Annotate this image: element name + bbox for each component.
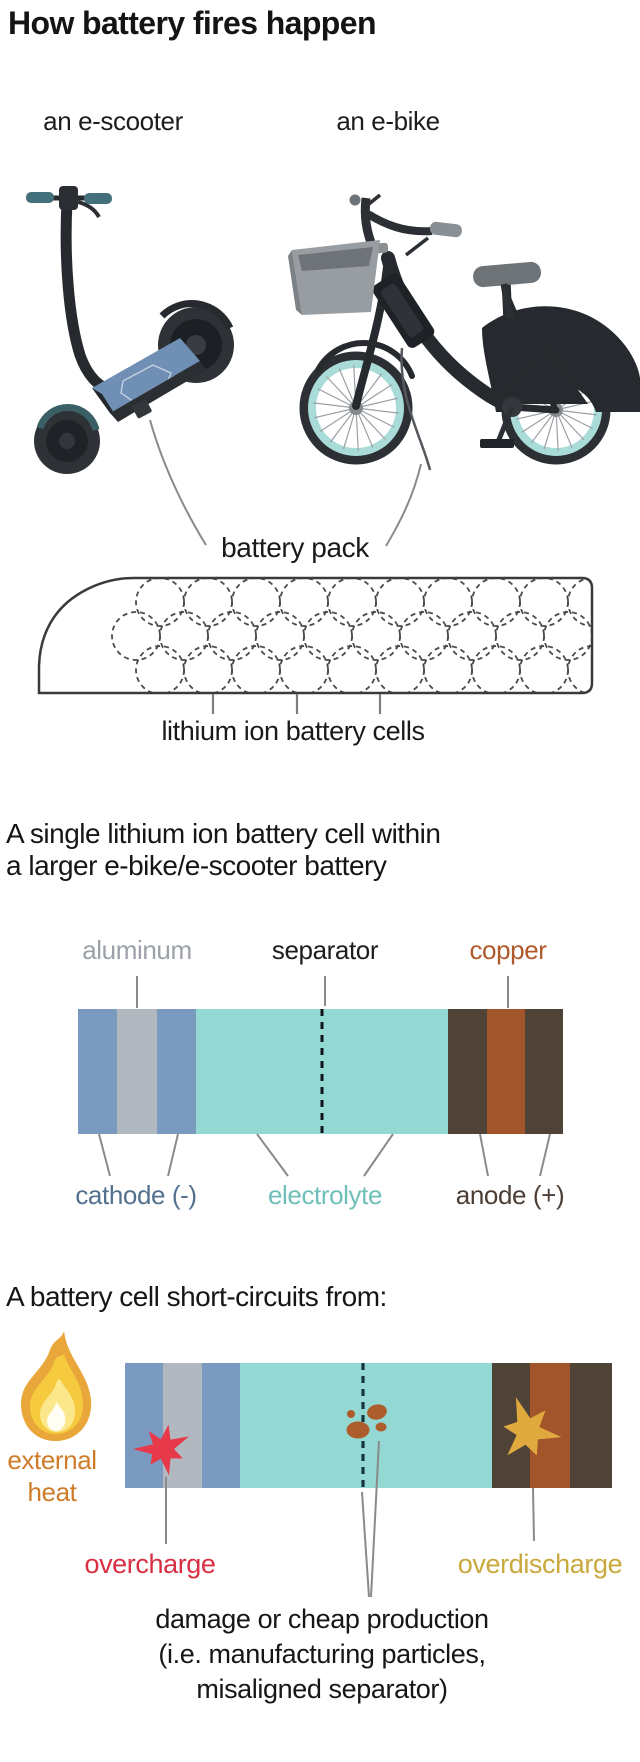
e-scooter-illustration xyxy=(26,186,234,474)
bike-front-fender xyxy=(315,340,415,379)
short-circuit-heading: A battery cell short-circuits from: xyxy=(6,1281,387,1312)
aluminum-label: aluminum xyxy=(82,935,192,965)
single-cell-diagram xyxy=(78,976,563,1177)
scooter-charger-port xyxy=(132,399,152,419)
damage-line3: misaligned separator) xyxy=(196,1674,448,1704)
cathode-band-right xyxy=(157,1009,196,1134)
battery-pack-label: battery pack xyxy=(221,532,369,563)
single-cell-heading: A single lithium ion battery cell within… xyxy=(6,818,441,882)
bike-basket xyxy=(288,240,380,315)
battery-cells-label: lithium ion battery cells xyxy=(161,716,425,746)
damage-line1: damage or cheap production xyxy=(155,1604,489,1634)
bike-cable xyxy=(400,347,432,471)
bike-battery xyxy=(372,273,435,471)
copper-band xyxy=(487,1009,525,1134)
external-heat-line2: heat xyxy=(27,1477,77,1507)
single-cell-heading-line1: A single lithium ion battery cell within xyxy=(6,818,441,849)
anode-band-left xyxy=(448,1009,487,1134)
single-cell-heading-line2: a larger e-bike/e-scooter battery xyxy=(6,850,387,881)
aluminum-band xyxy=(117,1009,157,1134)
lithium-cell-circles xyxy=(111,578,592,693)
scooter-front-wheel xyxy=(34,404,100,474)
scooter-handlebar xyxy=(26,186,112,219)
overcharge-label: overcharge xyxy=(84,1549,216,1579)
short-circuit-diagram xyxy=(125,1363,612,1598)
anode-band-right xyxy=(525,1009,563,1134)
electrolyte-label: electrolyte xyxy=(267,1180,383,1210)
top-label-leaders xyxy=(136,976,509,1008)
particle-cluster-icon xyxy=(346,1404,387,1439)
bike-crank xyxy=(480,397,522,448)
cathode-label: cathode (-) xyxy=(75,1180,197,1210)
flame-icon xyxy=(21,1331,92,1442)
damage-line2: (i.e. manufacturing particles, xyxy=(158,1639,486,1669)
scooter-stem xyxy=(60,196,126,402)
pack-tick-lines xyxy=(211,694,382,714)
cathode-band-left xyxy=(78,1009,117,1134)
e-bike-illustration xyxy=(288,193,640,471)
bike-label: an e-bike xyxy=(336,106,440,136)
red-burst-icon xyxy=(133,1424,190,1476)
overdischarge-label: overdischarge xyxy=(457,1549,623,1579)
yellow-burst-icon xyxy=(503,1397,562,1456)
external-heat-label: external heat xyxy=(7,1444,97,1508)
scooter-label: an e-scooter xyxy=(43,106,183,136)
vehicle-leader-lines xyxy=(149,419,422,547)
scooter-leader-line xyxy=(149,419,207,546)
copper-label: copper xyxy=(469,935,547,965)
bike-rear-skirt xyxy=(482,306,640,412)
cause-leader-lines xyxy=(165,1440,535,1598)
bike-seat xyxy=(473,261,541,319)
separator-label: separator xyxy=(271,935,379,965)
cell-bands xyxy=(78,1009,563,1134)
page-title: How battery fires happen xyxy=(8,5,377,41)
battery-pack-diagram xyxy=(37,576,594,714)
bike-leader-line xyxy=(385,463,422,547)
damage-label: damage or cheap production (i.e. manufac… xyxy=(155,1602,489,1707)
external-heat-line1: external xyxy=(7,1445,97,1475)
anode-label: anode (+) xyxy=(455,1180,565,1210)
bike-bell xyxy=(349,194,361,206)
bottom-label-leaders xyxy=(98,1133,551,1177)
